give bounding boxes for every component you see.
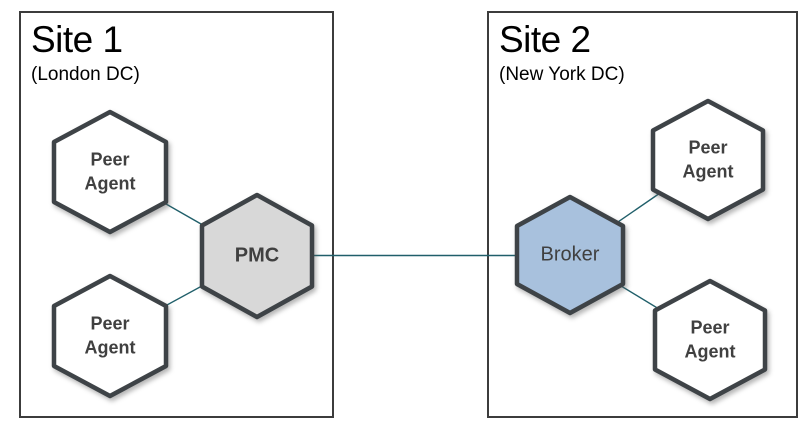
site2-title: Site 2 <box>499 19 591 60</box>
site1-box: Site 1 (London DC) <box>19 11 334 418</box>
site1-title: Site 1 <box>31 19 123 60</box>
site2-subtitle: (New York DC) <box>499 63 625 85</box>
site1-subtitle: (London DC) <box>31 63 140 85</box>
site2-box: Site 2 (New York DC) <box>487 11 798 418</box>
